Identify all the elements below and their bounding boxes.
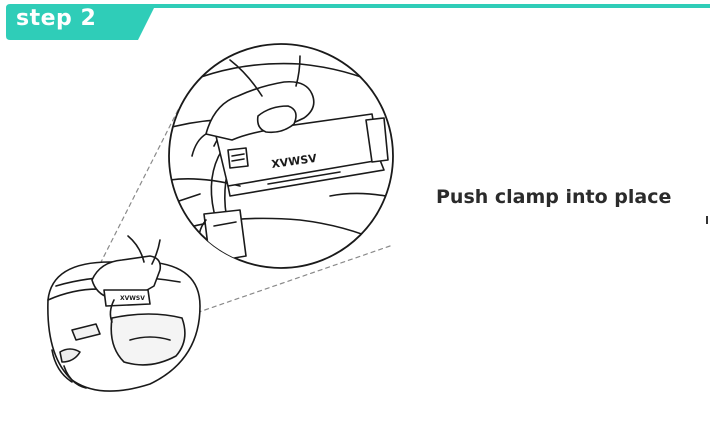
instruction-text: Push clamp into place xyxy=(436,186,671,208)
edge-tick-mark xyxy=(706,216,708,224)
small-clamp-brand: XVWSV xyxy=(120,295,145,302)
zoom-detail: XVWSV xyxy=(160,44,400,268)
device-body-drawing: XVWSV xyxy=(48,236,200,391)
